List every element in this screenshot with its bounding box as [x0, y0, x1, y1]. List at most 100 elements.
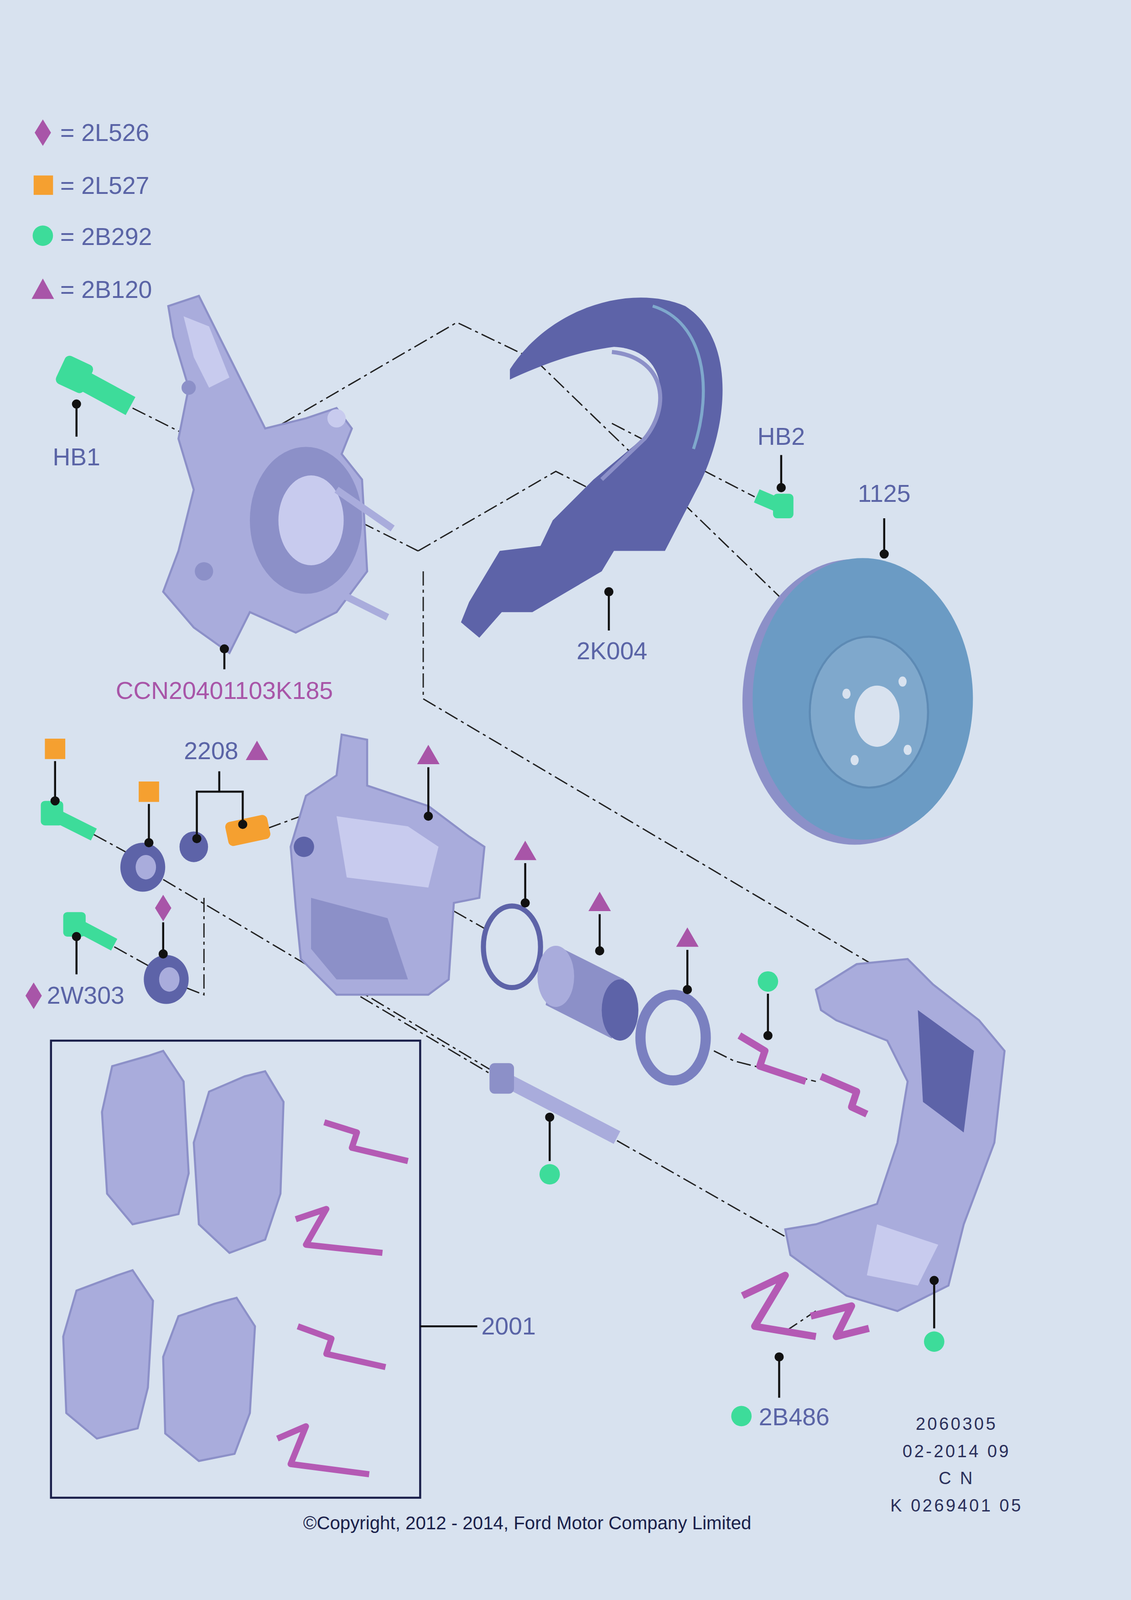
leader-line [780, 454, 783, 488]
wheel-stud [336, 591, 388, 618]
legend-entry: = 2B292 [60, 224, 152, 250]
knuckle-highlight [183, 316, 230, 388]
leader-dot [521, 898, 530, 907]
guide-bush [135, 854, 156, 880]
bracket-body [785, 958, 1005, 1311]
bolt-shank [79, 926, 115, 945]
leader-dot [683, 985, 691, 993]
bracket-shade [918, 1009, 975, 1132]
part-number: 2K004 [576, 638, 648, 664]
hb1-bolt [54, 353, 131, 406]
piston [537, 945, 639, 1041]
bolt-shank [57, 815, 94, 835]
hub [249, 446, 363, 594]
part-number: 2208 [183, 738, 239, 763]
caliper-bore [293, 836, 315, 857]
part-symbols [25, 119, 945, 1427]
assembly-line [114, 946, 151, 967]
dust-shield [461, 297, 723, 638]
bracket-highlight [866, 1224, 939, 1286]
part-number: 1125 [857, 481, 911, 507]
leader-dot [880, 549, 888, 558]
leader-line [75, 404, 78, 437]
hub-bore [278, 475, 344, 566]
leader-dot [51, 797, 59, 805]
brake-pad [102, 1050, 189, 1224]
shield-edge [601, 352, 660, 480]
clip [297, 1325, 386, 1367]
guide-pin [489, 1062, 618, 1137]
wheel-stud [336, 489, 393, 529]
leader-line [598, 913, 601, 951]
clip [277, 1425, 369, 1474]
brake-pad [193, 1070, 284, 1253]
part-number: 2W303 [46, 983, 125, 1008]
leader-line [883, 518, 886, 554]
leader-dot [145, 838, 153, 846]
stud-hole [903, 744, 912, 755]
legend-entry: = 2L527 [60, 173, 150, 198]
bolt-hole [181, 380, 196, 395]
leader-line [686, 949, 689, 990]
triangle-symbol [245, 740, 269, 760]
square-symbol [138, 781, 160, 802]
pin-head [489, 1062, 514, 1094]
part-number: CCN20401103K185 [115, 678, 333, 703]
triangle-symbol [31, 278, 54, 299]
circle-symbol [757, 970, 779, 992]
kit-clips [277, 1121, 408, 1474]
leader-dot [777, 483, 785, 492]
guide-bush [120, 842, 166, 892]
leader-line [54, 760, 57, 801]
guide-bush [159, 966, 180, 992]
caliper-body [290, 734, 485, 995]
leader-dot [220, 644, 229, 653]
anti-rattle-clips [739, 1035, 869, 1337]
leader-line [778, 1356, 780, 1397]
disc-hat [809, 636, 929, 788]
leader-line [218, 771, 221, 792]
square-symbol [33, 175, 53, 195]
triangle-symbol [588, 891, 611, 911]
leader-line [607, 591, 610, 631]
bolt-shank [81, 379, 131, 406]
part-number: 2001 [481, 1313, 536, 1339]
centre-bore [854, 685, 900, 747]
dust-boot [640, 994, 706, 1080]
shield-edge [652, 306, 704, 449]
leader-dot [546, 1113, 554, 1121]
brake-pad [63, 1269, 154, 1438]
leader-line [548, 1116, 551, 1161]
leader-dot [764, 1031, 772, 1039]
legend-entry: = 2L526 [60, 120, 150, 146]
diamond-symbol [155, 894, 172, 921]
leader-dot [193, 834, 201, 842]
leader-line [162, 922, 165, 954]
caliper-window [311, 897, 408, 980]
assembly-line [453, 910, 485, 929]
caliper-face [336, 815, 439, 888]
legend-entry: = 2B120 [60, 277, 152, 302]
stud-hole [850, 754, 859, 765]
diamond-symbol [34, 119, 52, 146]
diamond-symbol [25, 982, 42, 1009]
leader-dot [596, 946, 604, 955]
caliper [290, 734, 485, 995]
leader-dot [159, 949, 167, 958]
circle-symbol [539, 1163, 561, 1185]
leader-line [767, 993, 769, 1036]
part-number: HB1 [52, 444, 101, 470]
caliper-bolts [40, 800, 189, 1004]
piston-face [601, 979, 639, 1041]
triangle-symbol [417, 744, 440, 764]
clip [810, 1305, 869, 1336]
clip [324, 1121, 408, 1161]
brake-pad [163, 1297, 255, 1461]
shield-plate [461, 297, 723, 638]
clip [295, 1208, 383, 1253]
steering-knuckle [163, 295, 393, 654]
bolt-hole [194, 561, 213, 581]
pin-shank [504, 1079, 618, 1137]
